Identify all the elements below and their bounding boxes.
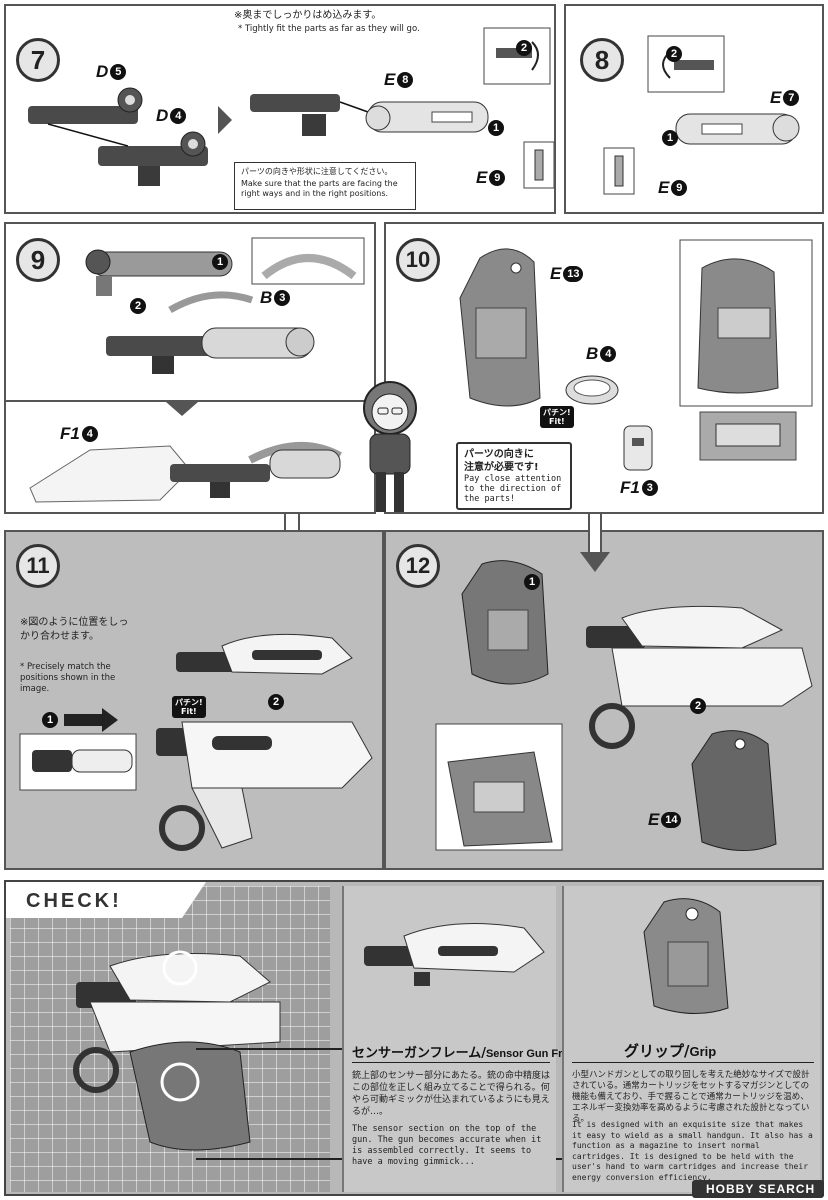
grip-title: グリップ/Grip	[624, 1042, 717, 1060]
detail-zoom-8	[647, 35, 725, 93]
grip-zoom-12	[435, 723, 563, 851]
sensor-column: センサーガンフレーム/Sensor Gun Frame 銃上部のセンサー部分にあ…	[342, 886, 584, 1192]
assembly-e8	[250, 94, 489, 136]
step-11-panel: 11 ※図のように位置をしっかり合わせます。 * Precisely match…	[4, 530, 384, 870]
step-7-number: 7	[16, 38, 60, 82]
step-11-mark-1: 1	[42, 712, 58, 728]
check-title-bar	[6, 882, 206, 918]
step-8-number: 8	[580, 38, 624, 82]
step-11-note-jp: ※図のように位置をしっかり合わせます。	[20, 617, 129, 642]
grip-half-12	[461, 560, 549, 685]
step-7-caution-en: Make sure that the parts are facing the …	[241, 179, 398, 198]
gun-assembly-9	[106, 327, 315, 374]
step-9-divider	[6, 400, 374, 402]
grip-body-jp: 小型ハンドガンとしての取り回しを考えた絶妙なサイズで設計されている。通常カートリ…	[572, 1070, 810, 1124]
grip-body-en: It is designed with an exquisite size th…	[572, 1120, 813, 1182]
detail-zoom-7	[483, 27, 551, 85]
clear-part-f14-assembly	[29, 442, 342, 503]
pin-e9-detail-8	[603, 147, 635, 195]
frame-assembly-9	[85, 249, 233, 296]
step-12-mark-2: 2	[690, 698, 706, 714]
gun-frame-11	[156, 721, 373, 851]
check-pointer-line-1	[196, 1048, 346, 1050]
gun-assembled-12	[586, 605, 813, 749]
grip-e13	[459, 248, 541, 407]
grip-image	[643, 898, 729, 1015]
step-11-number: 11	[16, 544, 60, 588]
step-11-arrow	[64, 714, 104, 726]
clip-f13	[623, 425, 653, 471]
pin-e9-detail	[523, 141, 554, 189]
step-9-mark-1: 1	[212, 254, 228, 270]
grip-inset-top	[679, 239, 813, 407]
wire-b3	[168, 291, 254, 314]
step-8-mark-1: 1	[662, 130, 678, 146]
step-9-number: 9	[16, 238, 60, 282]
step-7-note-jp: ※奥までしっかりはめ込みます。	[234, 10, 382, 21]
sensor-title: センサーガンフレーム/Sensor Gun Frame	[352, 1046, 585, 1061]
fit-tag-10: パチン!Fit!	[540, 406, 574, 428]
watermark-badge	[692, 1180, 824, 1198]
sensor-frame-image	[364, 923, 545, 986]
character-illustration	[363, 381, 417, 512]
watermark-text: HOBBY SEARCH	[706, 1182, 816, 1196]
step-11-note-en: * Precisely match the positions shown in…	[20, 662, 116, 694]
sensor-body-en: The sensor section on the top of the gun…	[352, 1124, 542, 1167]
step-9-mark-2: 2	[130, 298, 146, 314]
sensor-body-jp: 銃上部のセンサー部分にあたる。銃の命中精度はこの部位を正しく組み立てることで得ら…	[352, 1071, 551, 1117]
grip-title-rule	[572, 1062, 814, 1063]
flow-arrow-right	[580, 514, 610, 574]
fit-tag-11: パチン!Fit!	[172, 696, 206, 718]
step-7-caution-box: パーツの向きや形状に注意してください。 Make sure that the p…	[234, 162, 416, 210]
check-gun-assembled	[73, 950, 281, 1151]
step-7-direction-arrow	[218, 106, 232, 134]
step-11-mark-2: 2	[268, 694, 284, 710]
step-9-down-arrow	[166, 402, 198, 416]
ring-b4	[565, 375, 619, 405]
step-7-mark-1: 1	[488, 120, 504, 136]
step-8-mark-2: 2	[666, 46, 682, 62]
step-10-bubble: パーツの向きに注意が必要です! Pay close attention to t…	[456, 442, 572, 510]
step-11-arrow-head	[102, 708, 118, 732]
step-12-mark-1: 1	[524, 574, 540, 590]
grip-column: グリップ/Grip 小型ハンドガンとしての取り回しを考えた絶妙なサイズで設計され…	[562, 886, 820, 1192]
step-7-caution-jp: パーツの向きや形状に注意してください。	[241, 167, 393, 176]
bubble-jp: パーツの向きに注意が必要です!	[464, 449, 539, 473]
check-panel: CHECK! センサーガンフレーム/Sensor Gun Frame 銃上部のセ…	[4, 880, 824, 1196]
barrel-parts-d	[28, 87, 208, 186]
sensor-title-rule	[352, 1062, 550, 1063]
detail-zoom-9	[251, 237, 365, 285]
step-7-note-en: * Tightly fit the parts as far as they w…	[238, 24, 420, 34]
step-10-number: 10	[396, 238, 440, 282]
assembly-e7	[675, 113, 800, 145]
grip-inset-bottom	[699, 411, 797, 461]
step-12-number: 12	[396, 544, 440, 588]
step-11-detail	[19, 733, 137, 791]
step-7-mark-2: 2	[516, 40, 532, 56]
grip-e14	[691, 730, 777, 852]
check-title: CHECK!	[26, 890, 122, 912]
bubble-en: Pay close attention to the direction of …	[464, 474, 562, 504]
sensor-unit-11	[176, 633, 353, 675]
